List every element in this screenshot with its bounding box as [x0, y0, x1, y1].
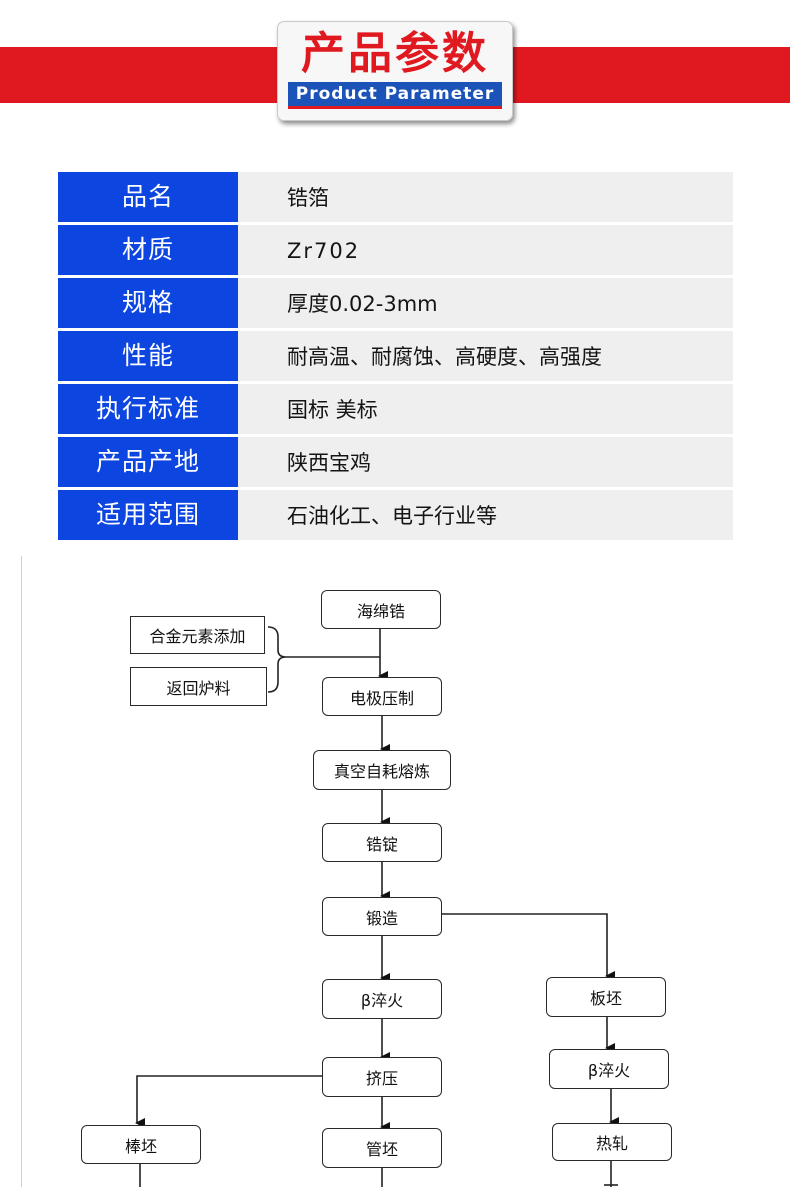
- param-value: 耐高温、耐腐蚀、高硬度、高强度: [238, 331, 733, 381]
- flow-step-plate-billet: 板坯: [546, 977, 666, 1017]
- param-row: 产品产地 陕西宝鸡: [58, 437, 733, 487]
- flow-input-alloy: 合金元素添加: [130, 616, 265, 654]
- param-row: 规格 厚度0.02-3mm: [58, 278, 733, 328]
- param-value: 石油化工、电子行业等: [238, 490, 733, 540]
- flow-step-ingot: 锆锭: [322, 823, 442, 862]
- flow-step-vacuum: 真空自耗熔炼: [313, 750, 451, 790]
- param-label: 执行标准: [58, 384, 238, 434]
- param-label: 材质: [58, 225, 238, 275]
- badge-red-strip: [288, 106, 502, 109]
- input-brace: [267, 626, 287, 693]
- param-value: 厚度0.02-3mm: [238, 278, 733, 328]
- param-row: 执行标准 国标 美标: [58, 384, 733, 434]
- param-label: 规格: [58, 278, 238, 328]
- flow-input-recycled: 返回炉料: [130, 667, 267, 706]
- flowchart-left-rule: [21, 556, 22, 1187]
- section-title-badge: 产品参数 Product Parameter: [277, 21, 513, 121]
- param-label: 品名: [58, 172, 238, 222]
- flow-step-quench: β淬火: [322, 979, 442, 1019]
- param-row: 品名 锆箔: [58, 172, 733, 222]
- section-title-cn: 产品参数: [301, 28, 489, 79]
- param-row: 材质 Zr702: [58, 225, 733, 275]
- flow-step-forging: 锻造: [322, 897, 442, 936]
- param-row: 性能 耐高温、耐腐蚀、高硬度、高强度: [58, 331, 733, 381]
- param-row: 适用范围 石油化工、电子行业等: [58, 490, 733, 540]
- flow-step-tube-billet: 管坯: [322, 1128, 442, 1168]
- flow-step-plate-quench: β淬火: [549, 1049, 669, 1089]
- flow-step-bar-billet: 棒坯: [81, 1125, 201, 1164]
- flow-step-electrode: 电极压制: [322, 677, 442, 716]
- param-label: 产品产地: [58, 437, 238, 487]
- section-title-en: Product Parameter: [288, 82, 502, 106]
- product-parameter-table: 品名 锆箔 材质 Zr702 规格 厚度0.02-3mm 性能 耐高温、耐腐蚀、…: [58, 172, 733, 540]
- flow-step-extrusion: 挤压: [322, 1057, 442, 1097]
- flow-step-hot-rolling: 热轧: [552, 1123, 672, 1161]
- param-label: 性能: [58, 331, 238, 381]
- param-label: 适用范围: [58, 490, 238, 540]
- param-value: 国标 美标: [238, 384, 733, 434]
- link-extrusion-bar: [135, 1075, 322, 1128]
- flow-step-sponge: 海绵锆: [321, 590, 441, 629]
- link-forging-plate: [441, 913, 615, 981]
- param-value: 锆箔: [238, 172, 733, 222]
- param-value: Zr702: [238, 225, 733, 275]
- param-value: 陕西宝鸡: [238, 437, 733, 487]
